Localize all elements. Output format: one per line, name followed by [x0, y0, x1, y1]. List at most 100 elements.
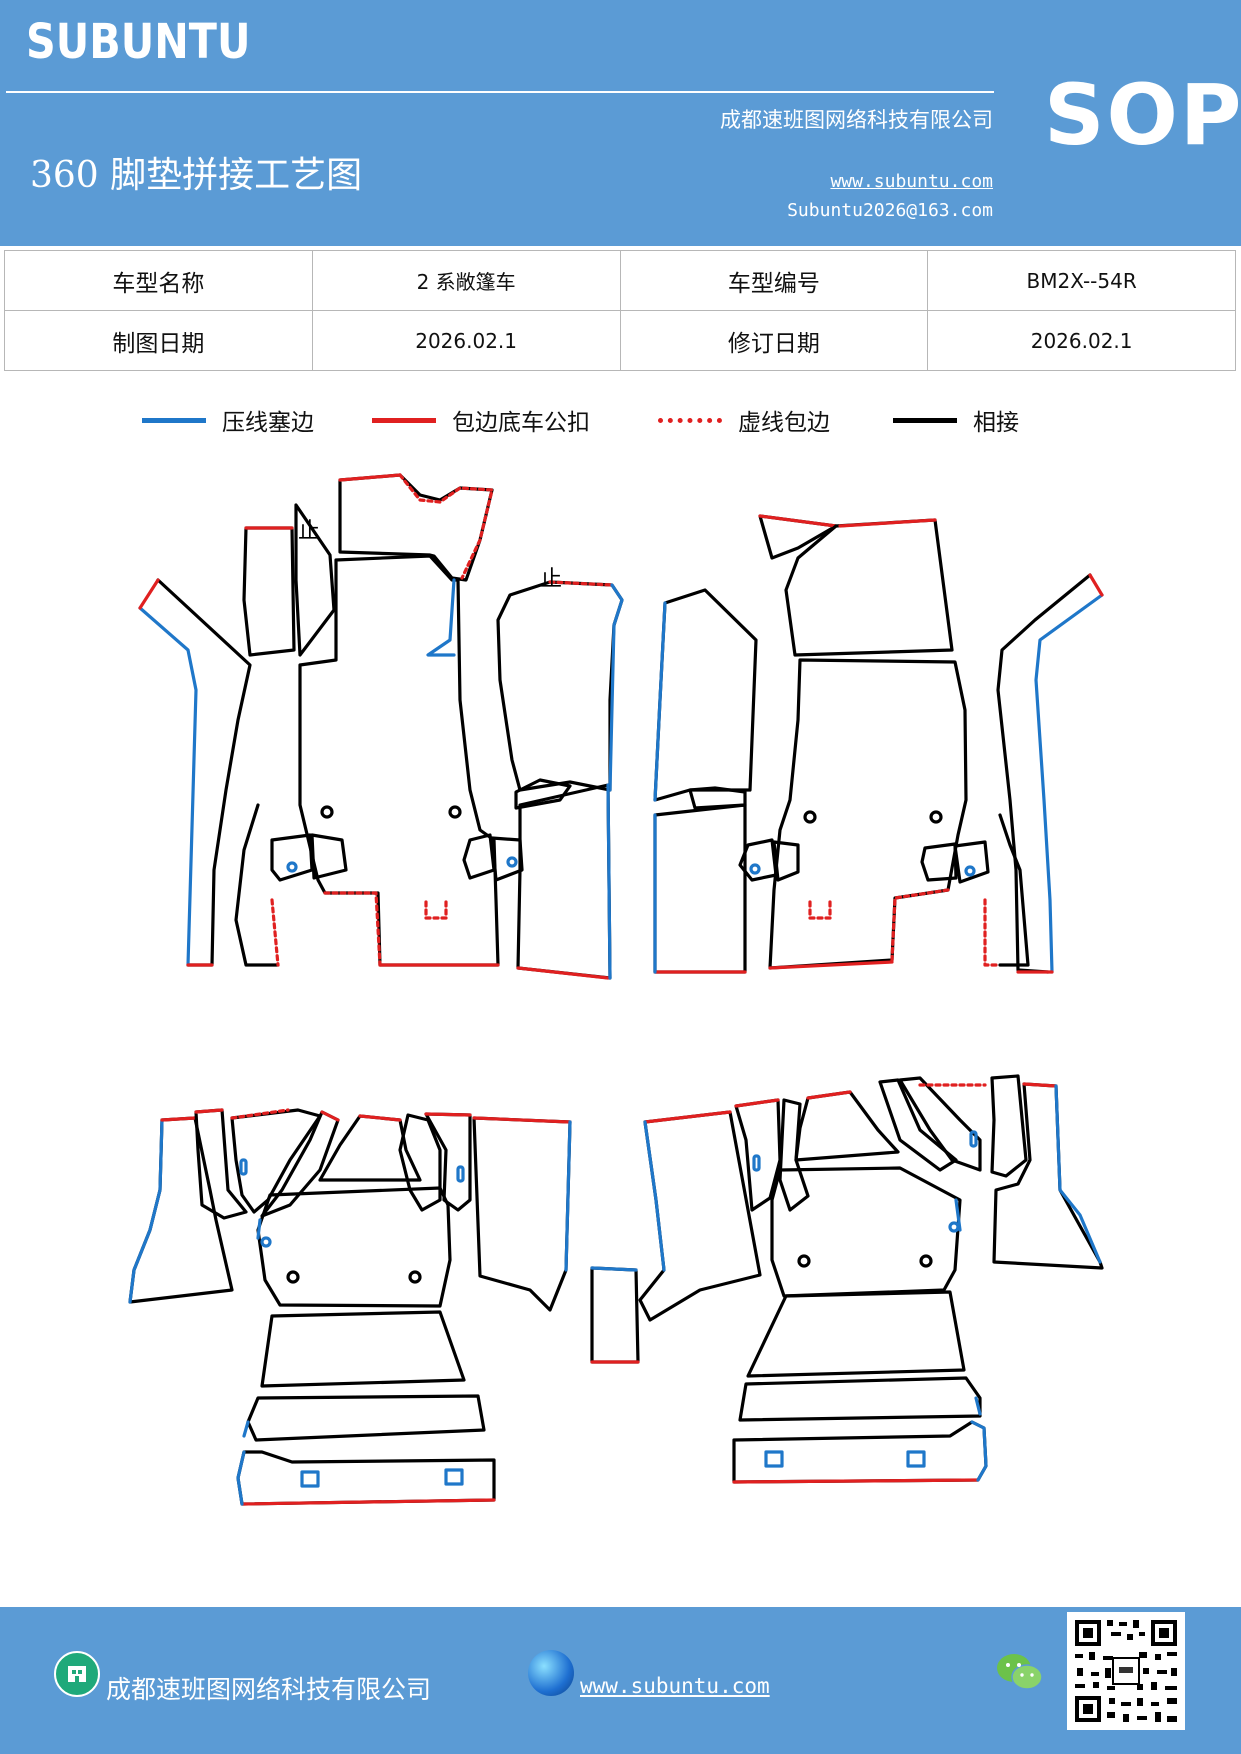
mat-edge-red [160, 1116, 197, 1122]
mat-slot-blue [764, 1450, 784, 1468]
mat-edge-blue [242, 1420, 250, 1438]
mat-hole [803, 810, 817, 824]
page-title: 360 脚垫拼接工艺图 [30, 155, 363, 196]
mat-piece [260, 1110, 340, 1218]
mat-edge-red-dotted [230, 1108, 290, 1120]
mat-piece [746, 1290, 966, 1378]
model-code-value: BM2X--54R [927, 250, 1236, 311]
info-row: 车型名称 2 系敞篷车 车型编号 BM2X--54R [4, 250, 1236, 311]
mat-piece [998, 813, 1030, 967]
stop-mark: 止 [298, 519, 320, 544]
mat-slot-blue [300, 1470, 320, 1488]
mat-edge-blue [653, 601, 667, 802]
mat-edge-red [358, 1114, 402, 1122]
mat-piece [990, 1074, 1028, 1178]
mat-piece [920, 842, 958, 882]
mat-piece [260, 1310, 466, 1388]
mat-piece [194, 1108, 248, 1220]
header-website-link[interactable]: www.subuntu.com [830, 171, 993, 192]
mat-edge-red [194, 1108, 224, 1114]
header-company: 成都速班图网络科技有限公司 [720, 108, 993, 132]
mat-edge-red [240, 1498, 496, 1506]
brand-logo: SUBUNTU [26, 14, 251, 70]
mat-hole [919, 1254, 933, 1268]
mat-hole [929, 810, 943, 824]
mat-piece [462, 833, 496, 880]
mat-edge-red [516, 966, 610, 980]
mat-hole-blue [964, 865, 976, 877]
mat-piece [514, 778, 572, 810]
mat-edge-red-dotted [890, 888, 950, 962]
revision-date-label: 修订日期 [619, 310, 929, 371]
legend-item-joint: 相接 [893, 400, 1019, 440]
mat-edge-red [424, 1112, 472, 1117]
draw-date-value: 2026.02.1 [311, 310, 621, 371]
mat-edge-red [732, 1478, 980, 1484]
mat-edge-blue [970, 1420, 988, 1482]
mat-piece [770, 1166, 962, 1298]
mat-piece [270, 833, 314, 882]
mat-piece [898, 1076, 982, 1172]
mat-hole-blue [260, 1236, 272, 1248]
mat-piece [772, 840, 800, 882]
mat-edge-red [768, 960, 894, 970]
mat-hole [286, 1270, 300, 1284]
mat-edge-red [758, 514, 838, 528]
legend-swatch-black [893, 417, 957, 423]
mat-piece [653, 588, 758, 802]
stop-mark: 止 [540, 567, 562, 592]
mat-edge-red [734, 1098, 780, 1108]
mat-piece [768, 658, 968, 970]
mat-piece [878, 1078, 958, 1172]
info-table: 车型名称 2 系敞篷车 车型编号 BM2X--54R 制图日期 2026.02.… [4, 250, 1236, 371]
mat-slot-blue [752, 1154, 761, 1172]
mat-edge-blue [1054, 1084, 1102, 1264]
mat-edge-red-dotted [808, 900, 832, 920]
mat-piece [424, 1112, 472, 1212]
mat-piece [256, 1186, 452, 1308]
mat-edge-blue [590, 1266, 638, 1272]
mat-piece [992, 1082, 1104, 1270]
mat-piece [590, 1266, 640, 1364]
mat-piece [398, 1113, 442, 1212]
info-row: 制图日期 2026.02.1 修订日期 2026.02.1 [4, 310, 1236, 371]
mat-piece [236, 1450, 496, 1506]
header-divider [6, 91, 994, 93]
legend-swatch-blue [142, 417, 206, 423]
mat-edge-red-dotted [424, 900, 448, 920]
mat-edge-red-dotted [983, 898, 1002, 967]
mat-edge-blue [974, 1396, 982, 1416]
mat-piece [953, 840, 990, 884]
mat-piece [738, 838, 778, 882]
legend-swatch-red [372, 417, 436, 423]
model-code-label: 车型编号 [619, 250, 929, 311]
mat-piece [996, 573, 1092, 974]
mat-piece [472, 1116, 572, 1312]
model-name-value: 2 系敞篷车 [311, 250, 621, 311]
footer-website-link[interactable]: www.subuntu.com [580, 1674, 770, 1698]
header-banner: SUBUNTU 成都速班图网络科技有限公司 SOP 360 脚垫拼接工艺图 ww… [0, 0, 1241, 246]
mat-piece [242, 526, 296, 657]
mat-edge-red-dotted [323, 891, 382, 967]
legend-item-edge: 包边底车公扣 [372, 400, 590, 440]
mat-piece [310, 833, 348, 880]
mat-piece [653, 803, 747, 974]
mat-hole-blue [506, 856, 518, 868]
model-name-label: 车型名称 [4, 250, 313, 311]
mat-edge-red [338, 473, 402, 482]
legend-item-press: 压线塞边 [142, 400, 314, 440]
mat-edge-blue [256, 1218, 262, 1240]
qr-code[interactable] [1067, 1612, 1185, 1730]
mat-hole [320, 805, 334, 819]
mat-piece [496, 580, 624, 792]
mat-edge-red [1022, 1082, 1058, 1088]
mat-piece [778, 1098, 810, 1212]
legend-item-dotted: 虚线包边 [658, 400, 830, 440]
globe-icon [528, 1650, 574, 1696]
mat-piece [794, 1090, 900, 1162]
legend-label: 虚线包边 [738, 410, 830, 436]
mat-piece [234, 803, 280, 967]
mat-slot-blue [456, 1165, 465, 1183]
company-icon [54, 1651, 100, 1697]
mat-edge-blue [236, 1450, 246, 1506]
